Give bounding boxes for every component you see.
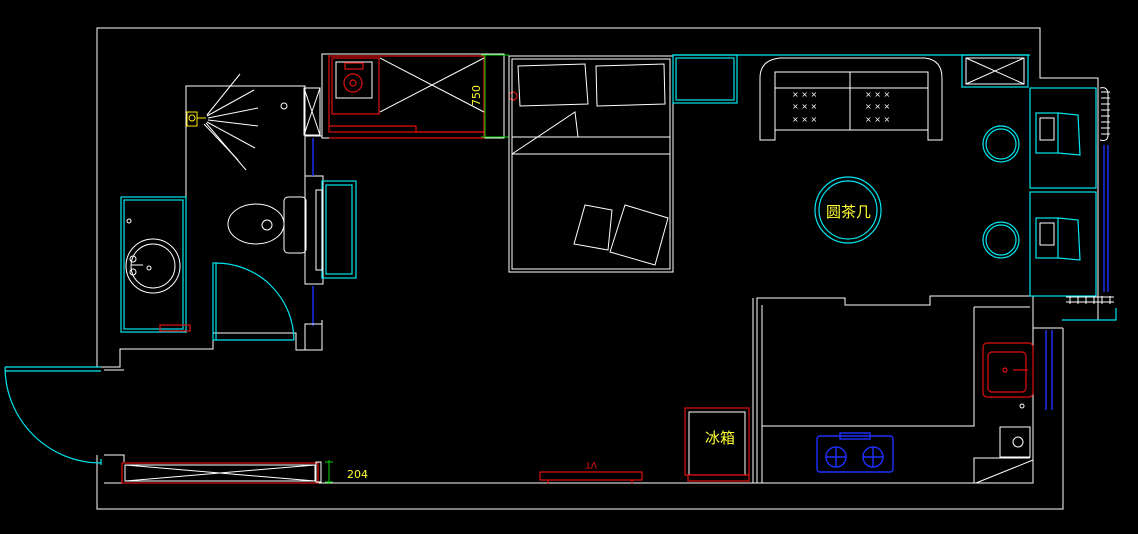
svg-text:VT: VT (585, 459, 597, 469)
svg-text:× × ×: × × × (792, 90, 817, 99)
bath-side-shelf (315, 180, 357, 279)
svg-text:× × ×: × × × (865, 115, 890, 124)
shoe-cabinet-depth-label: 204 (347, 468, 368, 481)
sofa-tufting-left: × × × × × × × × × (792, 90, 817, 124)
toilet-icon (227, 196, 307, 254)
desk-area (982, 87, 1097, 297)
tv-stand: VT (539, 459, 643, 484)
svg-text:× × ×: × × × (865, 102, 890, 111)
laptop-icon (1035, 112, 1081, 156)
svg-text:× × ×: × × × (865, 90, 890, 99)
round-coffee-table: 圆茶几 (814, 176, 882, 244)
wardrobe-with-washer (321, 53, 505, 139)
shower-head-icon (186, 73, 288, 171)
wardrobe-dimension: 750 (470, 54, 518, 138)
entrance-door (4, 366, 102, 465)
radiator (1062, 87, 1117, 321)
coffee-table-label: 圆茶几 (826, 203, 871, 221)
gas-stove-icon (816, 432, 894, 473)
shoe-cabinet (121, 461, 322, 484)
fridge: 冰箱 (684, 407, 750, 482)
bathroom-walls (185, 54, 324, 351)
sofa: × × × × × × × × × × × × × × × × × × (759, 57, 943, 141)
kitchen-sink-icon (982, 342, 1034, 409)
shoe-cabinet-dimension: 204 (325, 460, 368, 484)
svg-text:× × ×: × × × (792, 115, 817, 124)
kitchen-counter (761, 305, 1053, 484)
top-cabinets (672, 54, 1030, 104)
bathroom-door (212, 262, 295, 341)
sofa-tufting-right: × × × × × × × × × (865, 90, 890, 124)
outer-walls (96, 27, 1099, 510)
double-bed (508, 55, 674, 273)
svg-text:× × ×: × × × (792, 102, 817, 111)
wardrobe-depth-label: 750 (470, 85, 483, 106)
bathroom-vanity (120, 196, 191, 333)
fridge-label: 冰箱 (705, 429, 735, 447)
laptop-icon-2 (1035, 217, 1081, 261)
